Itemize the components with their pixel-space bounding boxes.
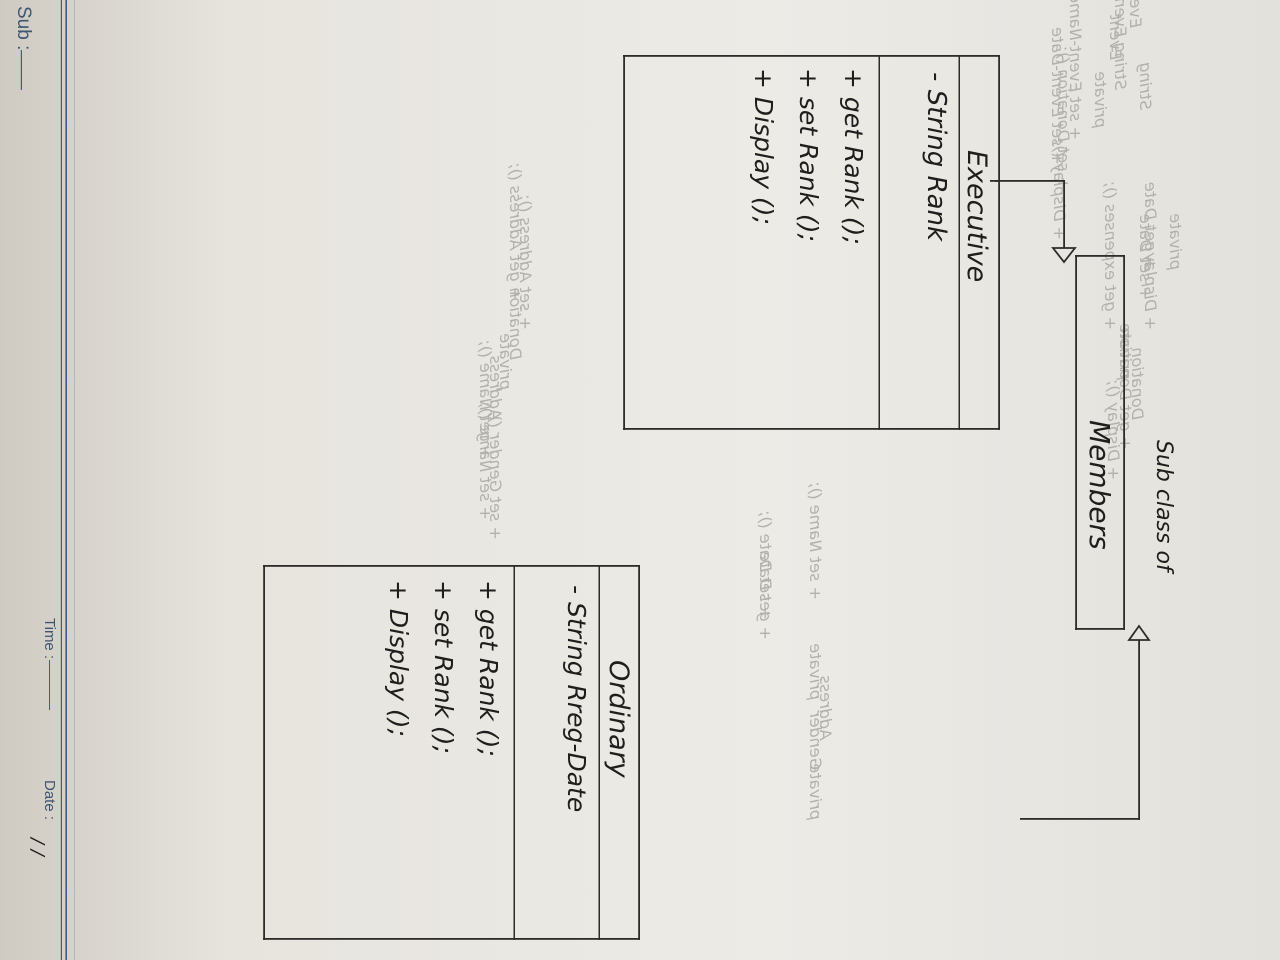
bleed-through-text: + get Donation — [1116, 327, 1135, 450]
ordinary-box-right — [263, 938, 640, 940]
ord-connector-horizontal — [1138, 640, 1140, 820]
bleed-through-text: + Display (); — [1050, 140, 1069, 240]
bleed-through-text: + set Name (); — [476, 402, 495, 520]
bleed-through-text: Address — [816, 676, 835, 741]
superclass-name: Members — [1083, 420, 1116, 550]
bleed-through-text: Donation — [1128, 347, 1147, 420]
ordinary-header-divider — [598, 565, 600, 940]
executive-method-get-rank: + get Rank (); — [839, 68, 868, 245]
bleed-through-text: Donation — [506, 287, 525, 360]
ord-connector-vertical — [1020, 818, 1140, 820]
bleed-through-text: Address — [486, 356, 505, 421]
bleed-through-text: + set Date (); — [756, 511, 775, 620]
ordinary-method-display: + Display (); — [384, 580, 413, 737]
header-rule-line-2 — [60, 0, 62, 960]
bleed-through-text: + set Address (); — [516, 195, 535, 330]
executive-box-left — [623, 55, 1000, 57]
bleed-through-text: private — [806, 643, 825, 701]
date-slashes: / / — [27, 836, 48, 858]
executive-attribute: - String Rank — [921, 72, 951, 242]
bleed-through-text: + get Date — [1141, 182, 1160, 270]
sub-field-line — [20, 50, 22, 90]
executive-box-right — [623, 428, 1000, 430]
bleed-through-text: Gender — [806, 710, 825, 770]
ordinary-box-bottom — [263, 565, 265, 940]
executive-attribute-divider — [878, 55, 880, 430]
bleed-through-text: + set Event-Name — [1066, 0, 1085, 140]
bleed-through-text: private — [496, 333, 515, 391]
ordinary-class-name: Ordinary — [603, 660, 634, 779]
inheritance-arrows — [990, 180, 1151, 820]
executive-box-top — [998, 55, 1000, 430]
executive-class-name: Executive — [961, 150, 992, 282]
executive-method-display: + Display (); — [749, 68, 778, 225]
bleed-through-text: + set Gender (); — [486, 410, 505, 540]
superclass-box: Members — [1075, 255, 1125, 630]
bleed-through-text: + set Name (); — [806, 482, 825, 600]
bleed-through-text: + Display — [1141, 252, 1160, 330]
ordinary-box-top — [638, 565, 640, 940]
header-rule-line — [65, 0, 67, 960]
executive-method-set-rank: + set Rank (); — [794, 68, 823, 242]
bleed-through-text: + set Donation (); — [1054, 46, 1073, 190]
ordinary-attribute-divider — [513, 565, 515, 940]
class-box-executive: Executive - String Rank + get Rank (); +… — [623, 55, 1000, 430]
time-label: Time : — [41, 618, 58, 659]
bleed-through-text: + get Address (); — [506, 163, 525, 300]
superclass-box-right — [1075, 628, 1125, 630]
ordinary-attribute: - String Rreg-Date — [562, 585, 591, 812]
exec-arrowhead — [1051, 247, 1077, 264]
exec-connector-vertical — [995, 180, 1065, 182]
time-field-line — [49, 660, 50, 710]
executive-header-divider — [958, 55, 960, 430]
date-label: Date : — [41, 780, 58, 820]
exec-connector-horizontal — [1063, 180, 1065, 248]
bleed-through-text: + Display (); — [1104, 380, 1123, 480]
ordinary-method-get-rank: + get Rank (); — [474, 580, 503, 757]
sub-label: Sub : — [13, 6, 34, 50]
bleed-through-text: + get Name (); — [476, 340, 495, 460]
bleed-through-text: + get Date — [756, 552, 775, 640]
bleed-through-text: private — [806, 763, 825, 821]
bleed-through-text: Event — [1106, 13, 1125, 60]
bleed-through-text: Event — [1126, 0, 1145, 28]
superclass-box-bottom — [1075, 255, 1077, 630]
executive-box-bottom — [623, 55, 625, 430]
ordinary-box-left — [263, 565, 640, 567]
bleed-through-text: private — [1091, 71, 1110, 129]
bleed-through-text: + set Event-Date — [1048, 27, 1067, 165]
bleed-through-text: + set Date — [1136, 214, 1155, 300]
bleed-through-text: private — [1116, 323, 1135, 381]
diagram-title: Sub class of — [1151, 440, 1176, 575]
bleed-through-text: String — [1136, 62, 1155, 110]
bleed-through-text: String Event — [1111, 0, 1130, 90]
superclass-box-top — [1123, 255, 1125, 630]
ordinary-method-set-rank: + set Rank (); — [429, 580, 458, 754]
page-right-rule — [74, 0, 75, 960]
superclass-box-left — [1075, 255, 1125, 257]
notebook-header: Sub : Time : Date : / / — [13, 0, 75, 960]
bleed-through-text: private — [1166, 213, 1185, 271]
ord-arrowhead — [1127, 624, 1151, 641]
class-box-ordinary: Ordinary - String Rreg-Date + get Rank (… — [263, 565, 640, 940]
